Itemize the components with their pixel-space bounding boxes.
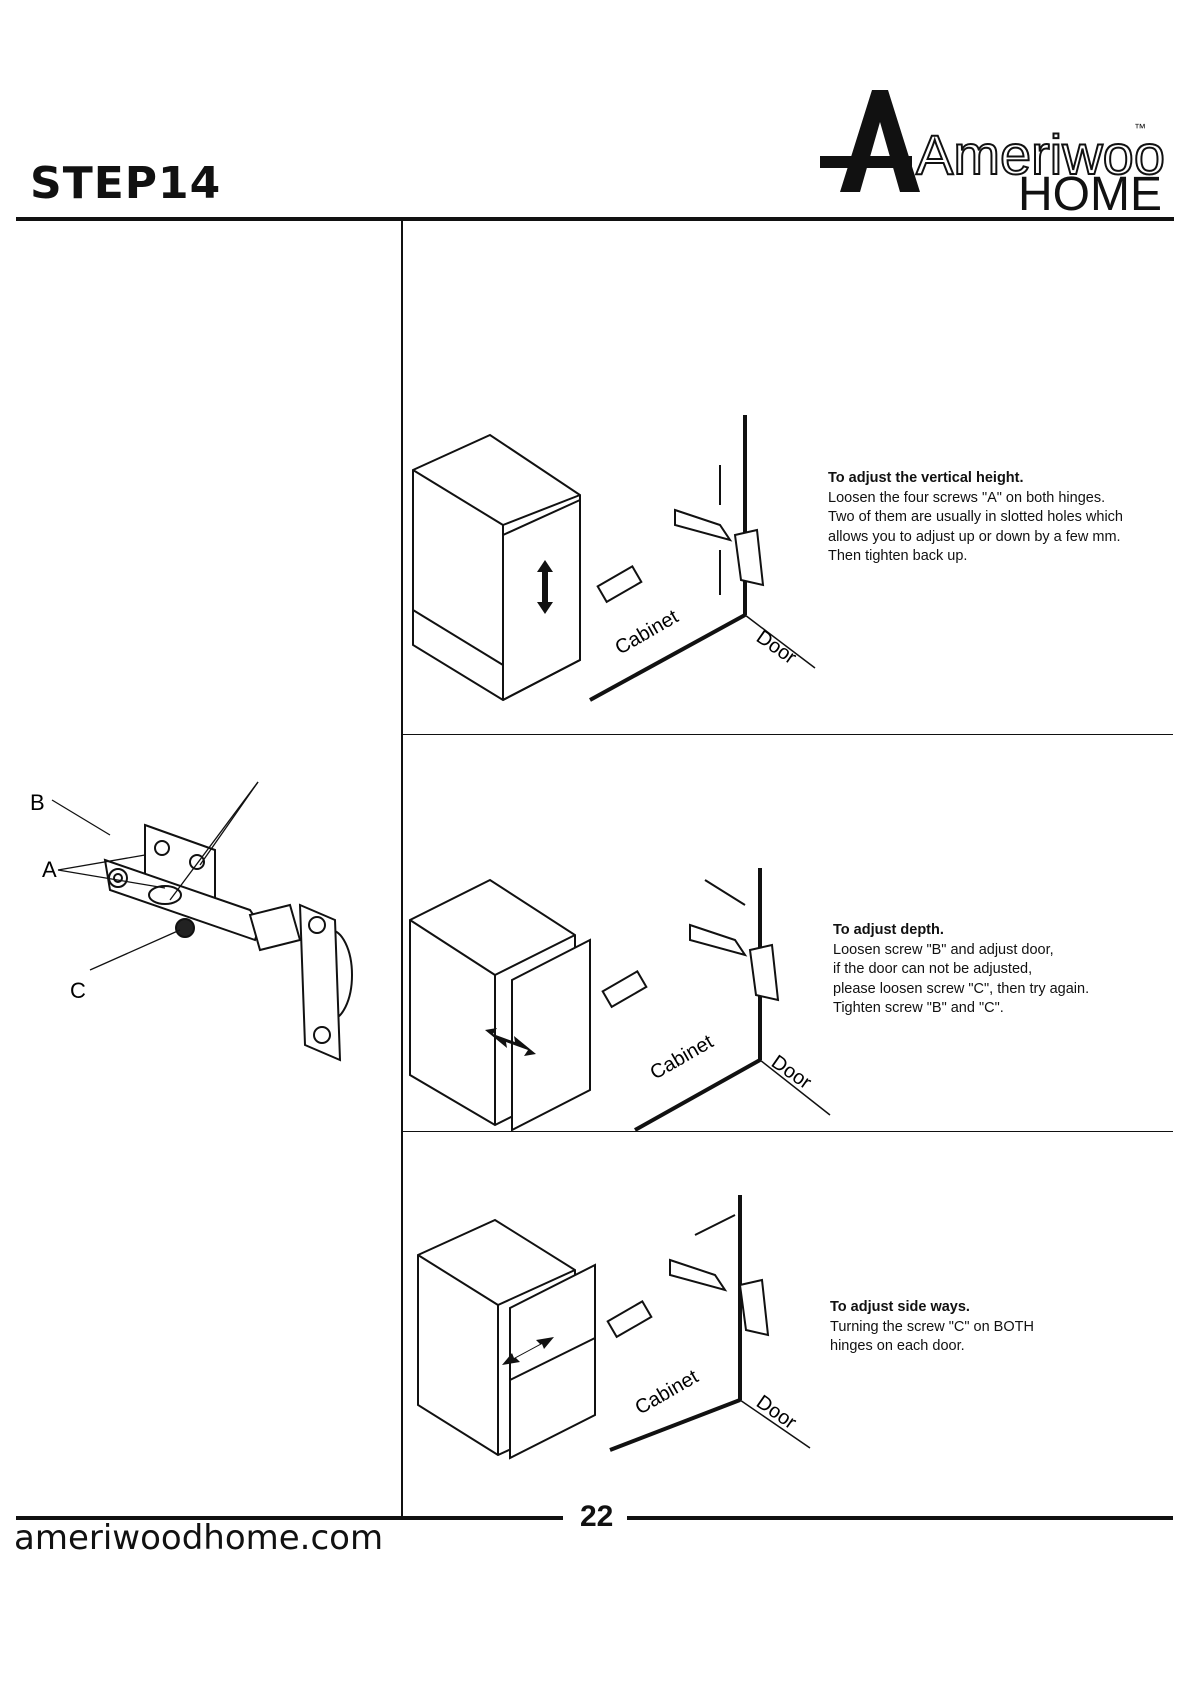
header-rule: [16, 217, 1174, 221]
panel-sideways-illustration: Cabinet Door: [417, 1195, 811, 1460]
svg-text:Door: Door: [752, 626, 800, 669]
vertical-adjust-text: To adjust the vertical height. Loosen th…: [828, 470, 1123, 564]
footer-rule-left: [16, 1516, 563, 1520]
svg-text:Cabinet: Cabinet: [647, 1031, 718, 1085]
vertical-adjust-heading: To adjust the vertical height.: [828, 470, 1024, 486]
sideways-adjust-text: To adjust side ways. Turning the screw "…: [830, 1299, 1034, 1354]
step-title: STEP14: [30, 158, 222, 209]
svg-text:Cabinet: Cabinet: [612, 606, 683, 660]
svg-text:Door: Door: [752, 1391, 800, 1434]
callout-c: C: [70, 978, 86, 1003]
svg-text:HOME: HOME: [1018, 168, 1162, 212]
footer-rule-right: [627, 1516, 1173, 1520]
svg-text:Cabinet: Cabinet: [632, 1366, 703, 1420]
callout-a-top: A: [246, 780, 261, 785]
footer-url: ameriwoodhome.com: [14, 1518, 384, 1558]
panel-depth-illustration: Cabinet Door: [409, 868, 831, 1132]
callout-a-left: A: [42, 857, 57, 882]
depth-adjust-heading: To adjust depth.: [833, 922, 944, 938]
panel-divider-1: [403, 734, 1173, 735]
depth-adjust-text: To adjust depth. Loosen screw "B" and ad…: [833, 922, 1090, 1016]
panel-divider-2: [403, 1131, 1173, 1132]
hinge-diagram: A B A C: [30, 780, 353, 1062]
svg-text:™: ™: [1134, 121, 1146, 135]
column-divider: [401, 221, 403, 1518]
svg-text:Ameriwood: Ameriwood: [916, 123, 1165, 186]
callout-b: B: [30, 790, 45, 815]
sideways-adjust-heading: To adjust side ways.: [830, 1299, 970, 1315]
page-number: 22: [580, 1500, 614, 1533]
ameriwood-home-logo: Ameriwood ™ HOME: [820, 90, 1165, 212]
svg-text:Door: Door: [767, 1051, 815, 1094]
panel-vertical-illustration: Cabinet Door: [412, 415, 816, 702]
